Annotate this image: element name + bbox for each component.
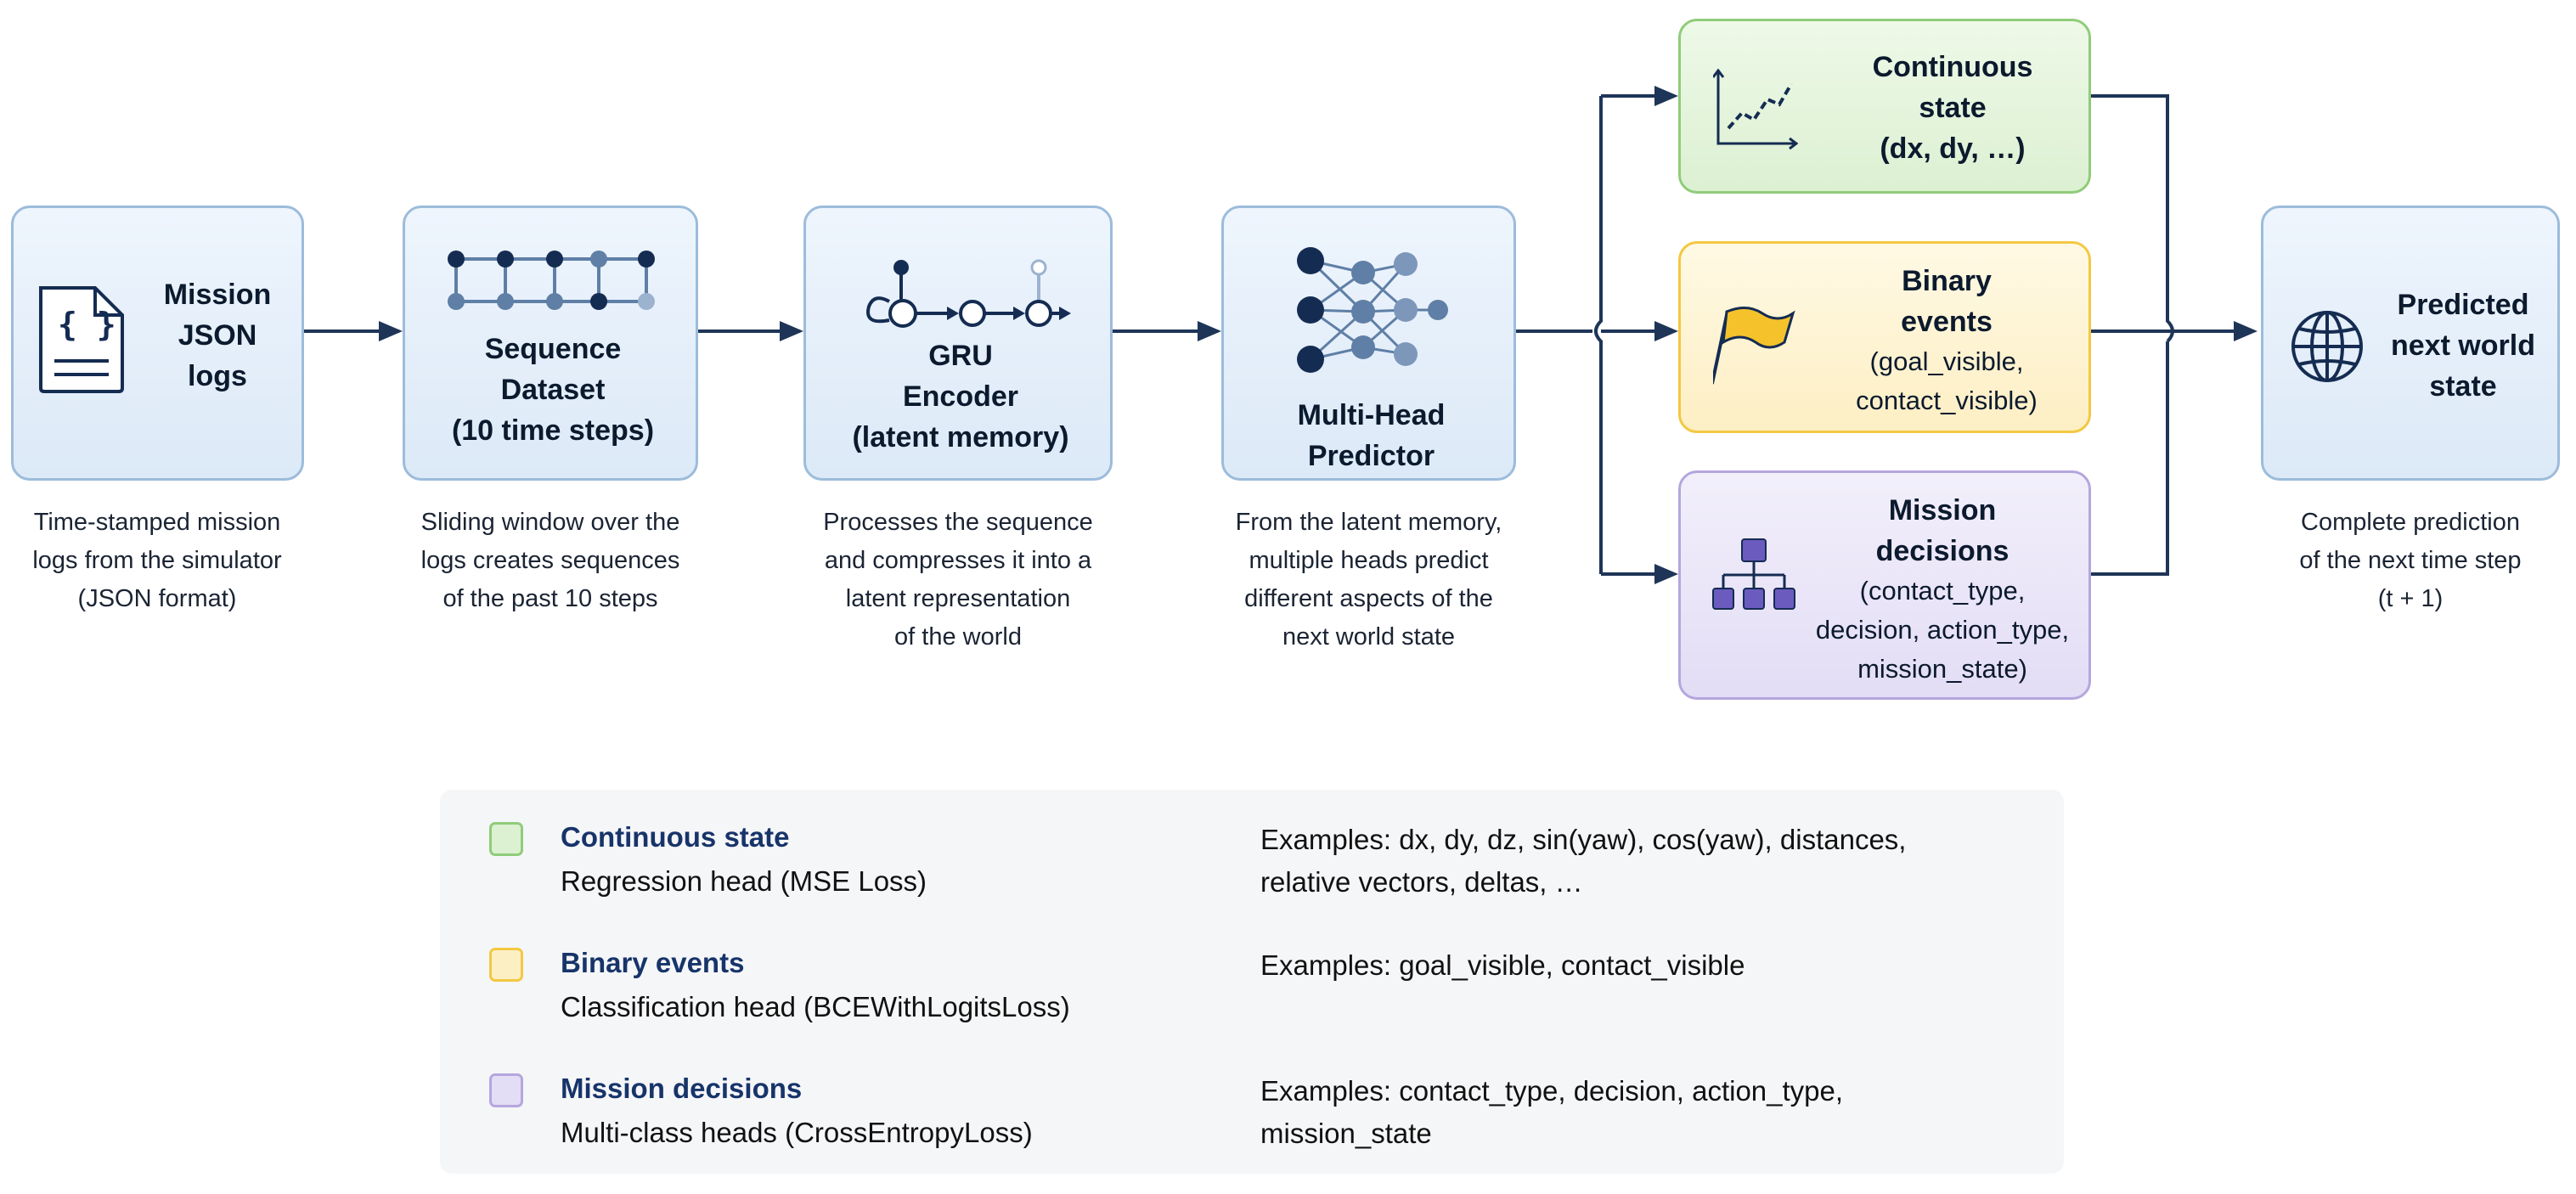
node-title: Sequence Dataset (10 time steps): [451, 333, 655, 447]
flag-icon: [1713, 307, 1795, 385]
mission-logs-caption: Time-stamped mission logs from the simul…: [32, 509, 282, 612]
legend-examples: Examples: goal_visible, contact_visible: [1260, 949, 1745, 981]
node-title: Predicted next world state: [2390, 289, 2536, 403]
node-subtitle: (contact_type, decision, action_type, mi…: [1815, 576, 2070, 684]
node-title: Continuous state (dx, dy, …): [1872, 51, 2033, 165]
merge-continuous: [2091, 94, 2174, 343]
legend-swatch-decisions: [489, 1073, 523, 1107]
globe-icon: [2291, 311, 2363, 382]
arrowhead-continuous: [1654, 86, 1678, 106]
multi-head-predictor-caption: From the latent memory, multiple heads p…: [1235, 509, 1502, 651]
legend-description: Regression head (MSE Loss): [561, 865, 927, 897]
legend-description: Multi-class heads (CrossEntropyLoss): [561, 1117, 1033, 1148]
legend-panel: Continuous state Regression head (MSE Lo…: [440, 790, 2064, 1174]
sequence-dataset-caption: Sliding window over the logs creates seq…: [420, 509, 680, 612]
node-title: GRU Encoder (latent memory): [852, 340, 1069, 453]
json-document-icon: { }: [39, 286, 124, 393]
predicted-state-node: Predicted next world state: [2261, 206, 2560, 481]
neural-network-icon: [1297, 247, 1448, 373]
legend-title: Continuous state: [561, 821, 790, 853]
mission-decisions-node: Mission decisions (contact_type, decisio…: [1678, 470, 2091, 700]
predicted-state-caption: Complete prediction of the next time ste…: [2299, 509, 2522, 612]
legend-examples: Examples: dx, dy, dz, sin(yaw), cos(yaw)…: [1260, 824, 1907, 898]
legend-examples: Examples: contact_type, decision, action…: [1260, 1075, 1844, 1149]
sequence-grid-icon: [448, 251, 655, 310]
hierarchy-icon: [1712, 538, 1795, 610]
gru-encoder-caption: Processes the sequence and compresses it…: [823, 509, 1093, 651]
arrowhead-binary: [1654, 321, 1678, 341]
arrowhead-gru-to-predictor: [1198, 321, 1221, 341]
legend-title: Mission decisions: [561, 1073, 803, 1104]
legend-swatch-binary: [489, 948, 523, 982]
multi-head-predictor-node: Multi-Head Predictor: [1221, 206, 1516, 481]
node-title: Binary events: [1901, 265, 1993, 338]
arrowhead-decisions: [1654, 564, 1678, 584]
mission-logs-node: { } Mission JSON logs: [11, 206, 304, 481]
merge-decisions: [2091, 341, 2169, 576]
node-title: Mission JSON logs: [163, 279, 272, 392]
arrowhead-merge: [2234, 321, 2258, 341]
arrowhead-logs-to-dataset: [379, 321, 403, 341]
continuous-state-node: Continuous state (dx, dy, …): [1678, 19, 2091, 194]
line-chart-icon: [1713, 69, 1798, 150]
arrowhead-dataset-to-gru: [780, 321, 803, 341]
legend-swatch-continuous: [489, 822, 523, 856]
svg-text:{ }: { }: [58, 306, 116, 343]
gru-encoder-node: GRU Encoder (latent memory): [803, 206, 1113, 481]
node-subtitle: (goal_visible, contact_visible): [1856, 346, 2038, 415]
legend-description: Classification head (BCEWithLogitsLoss): [561, 991, 1070, 1022]
node-title: Mission decisions: [1875, 494, 2010, 567]
sequence-dataset-node: Sequence Dataset (10 time steps): [403, 206, 698, 481]
binary-events-node: Binary events (goal_visible, contact_vis…: [1678, 241, 2091, 433]
legend-title: Binary events: [561, 947, 745, 978]
recurrent-network-icon: [866, 259, 1071, 328]
node-title: Multi-Head Predictor: [1297, 399, 1446, 472]
split-vertical: [1594, 96, 1603, 574]
